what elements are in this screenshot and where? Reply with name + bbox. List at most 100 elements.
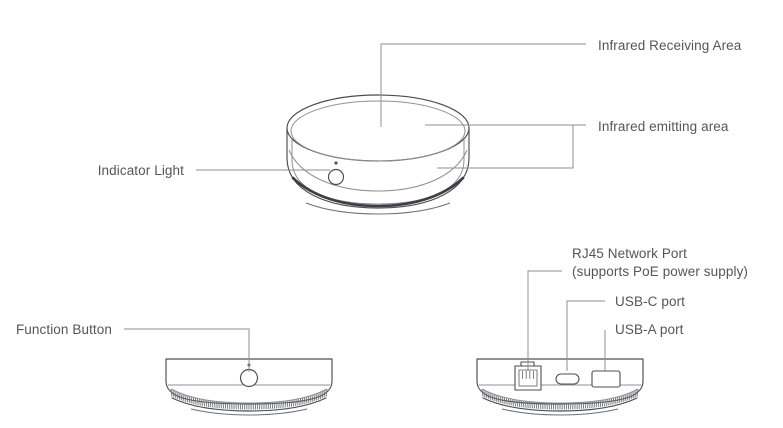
leader-lines-group xyxy=(124,43,606,372)
top-device-base-line xyxy=(305,202,451,215)
grille-slot xyxy=(634,389,637,398)
top-device-rim-shadow xyxy=(291,176,465,208)
rear-device-grille xyxy=(481,388,639,410)
grille-slot xyxy=(593,401,595,408)
grille-slot xyxy=(321,390,324,399)
label-infrared-emitting-area: Infrared emitting area xyxy=(598,119,729,134)
grille-slot xyxy=(307,396,310,404)
grille-slot xyxy=(597,400,600,408)
grille-slot xyxy=(182,394,185,402)
grille-slot xyxy=(209,400,212,408)
rear-device-foot xyxy=(501,408,619,416)
grille-slot xyxy=(610,398,613,406)
front-device-grille-bottom-edge xyxy=(171,397,327,412)
top-device-body-inner-edge xyxy=(291,136,465,205)
grille-slot xyxy=(636,388,639,397)
grille-slot xyxy=(595,400,598,408)
grille-slot xyxy=(608,398,610,406)
grille-slot xyxy=(192,397,195,405)
grille-slot xyxy=(525,401,527,408)
grille-slot xyxy=(323,389,326,398)
label-usb-a-port: USB-A port xyxy=(615,322,684,337)
grille-slot xyxy=(606,399,608,406)
grille-slot xyxy=(172,389,175,398)
function-button[interactable] xyxy=(239,368,259,388)
grille-slot xyxy=(201,399,203,406)
grille-slot xyxy=(630,391,633,400)
grille-slot xyxy=(491,393,494,401)
grille-slot xyxy=(176,391,179,400)
front-device-group xyxy=(165,358,333,416)
usb-c-port[interactable] xyxy=(555,373,580,385)
grille-slot xyxy=(325,388,328,397)
grille-slot xyxy=(591,401,593,409)
grille-slot xyxy=(303,397,306,405)
labels-group: Infrared Receiving Area Infrared emittin… xyxy=(16,38,748,337)
grille-slot xyxy=(170,388,173,397)
grille-slot xyxy=(483,389,486,398)
grille-slot xyxy=(604,399,606,407)
grille-slot xyxy=(514,399,516,407)
label-usb-c-port: USB-C port xyxy=(615,294,685,309)
grille-slot xyxy=(196,398,199,406)
grille-slot xyxy=(174,390,177,399)
leader-infrared-emitting-area xyxy=(425,124,586,169)
front-device-grille xyxy=(170,388,328,410)
grille-slot xyxy=(315,393,318,401)
grille-slot xyxy=(299,398,302,406)
leader-usb-c-port xyxy=(566,300,605,371)
grille-slot xyxy=(309,395,312,403)
grille-slot xyxy=(194,397,197,405)
grille-slot xyxy=(319,391,322,400)
grille-slot xyxy=(487,391,490,400)
grille-slot xyxy=(282,401,284,408)
grille-slot xyxy=(507,398,510,406)
label-function-button: Function Button xyxy=(16,322,112,337)
grille-slot xyxy=(512,399,514,406)
grille-slot xyxy=(305,396,308,404)
grille-slot xyxy=(527,401,529,409)
grille-slot xyxy=(284,400,287,408)
label-infrared-receiving-area: Infrared Receiving Area xyxy=(598,38,742,53)
grille-slot xyxy=(485,390,488,399)
label-rj45-network-port-line-2: (supports PoE power supply) xyxy=(572,264,748,279)
usb-a-port[interactable] xyxy=(591,370,621,388)
grille-slot xyxy=(293,399,295,407)
top-device-top-face-inner-ring xyxy=(290,100,466,162)
grille-slot xyxy=(497,395,500,403)
grille-slot xyxy=(618,396,621,404)
grille-slot xyxy=(199,398,201,406)
rear-device-grille-bottom-edge xyxy=(482,397,638,412)
grille-slot xyxy=(601,399,604,407)
grille-slot xyxy=(495,394,498,402)
grille-slot xyxy=(205,399,208,407)
grille-slot xyxy=(612,397,615,405)
grille-slot xyxy=(493,394,496,402)
grille-slot xyxy=(190,396,193,404)
label-rj45-network-port-line-1: RJ45 Network Port xyxy=(572,246,687,261)
rear-device-grille-top-edge xyxy=(481,388,639,404)
grille-slot xyxy=(290,399,293,407)
grille-slot xyxy=(178,392,181,400)
grille-slot xyxy=(622,394,625,402)
grille-slot xyxy=(286,400,289,408)
grille-slot xyxy=(518,400,521,407)
grille-slot xyxy=(280,401,282,409)
grille-slot xyxy=(614,397,617,405)
grille-slot xyxy=(624,394,627,402)
top-device-group xyxy=(286,94,470,215)
grille-slot xyxy=(481,388,484,397)
grille-slot xyxy=(501,396,504,404)
grille-slot xyxy=(295,399,297,406)
grille-slot xyxy=(216,401,218,409)
grille-slot xyxy=(632,390,635,399)
grille-slot xyxy=(207,400,210,407)
leader-function-button xyxy=(124,328,250,372)
grille-slot xyxy=(313,394,316,402)
grille-slot xyxy=(499,396,502,404)
grille-slot xyxy=(505,397,508,405)
grille-slot xyxy=(180,393,183,401)
grille-slot xyxy=(628,392,631,400)
grille-slot xyxy=(186,395,189,403)
grille-slot xyxy=(317,392,320,400)
